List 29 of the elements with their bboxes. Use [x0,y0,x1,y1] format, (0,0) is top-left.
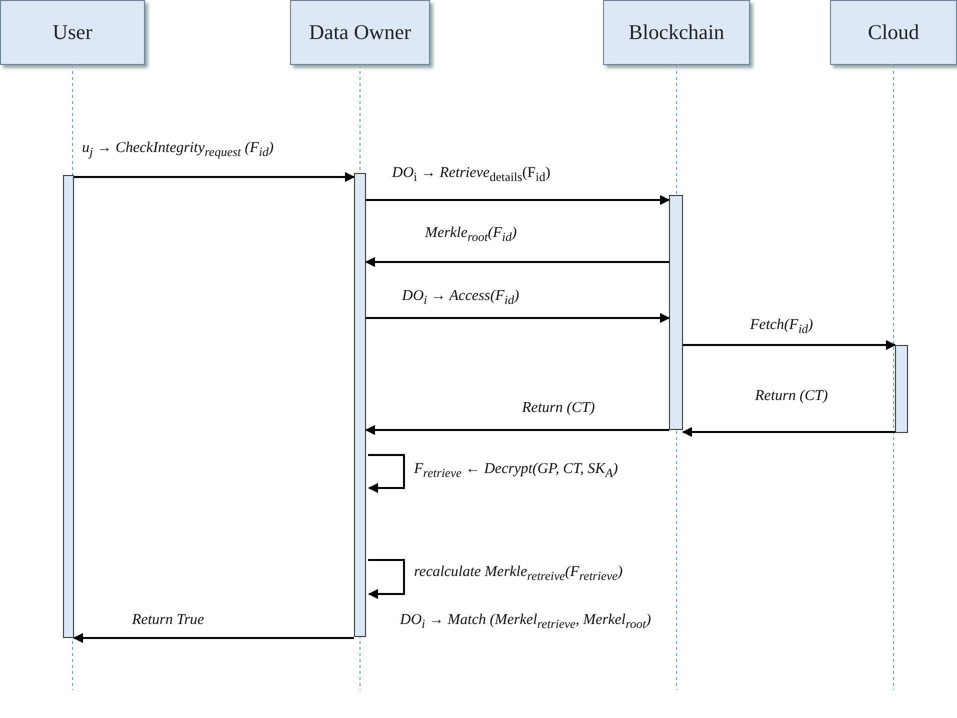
message-arrow [74,172,355,182]
note-text: DO$_{i}$ → Match (Merkel$_{retrieve}$, Merkel$_{root}$) [400,612,651,632]
activation-bar [669,195,683,430]
message-label: Return (CT) [522,400,595,417]
message-label: u$_{j}$ → CheckIntegrity$_{request}$ (F$_{id}$) [82,140,274,160]
message-label: Return (CT) [755,388,828,405]
message-arrow [365,425,669,435]
message-label: F$_{retrieve}$ ← Decrypt(GP, CT, SK$_{A}$) [414,461,618,481]
participant-box: Blockchain [603,0,750,65]
message-arrow [368,454,405,493]
message-arrow [365,257,669,267]
message-label: DO$_{i}$ → Access(F$_{id}$) [402,288,520,308]
message-arrow [73,633,354,643]
message-label: Fetch(F$_{id}$) [750,317,814,337]
participant-box: Data Owner [290,0,430,65]
participant-box: User [0,0,145,65]
message-arrow [368,559,405,599]
message-label: recalculate Merkle$_{retreive}$(F$_{retrieve}$) [414,564,623,584]
participant-box: Cloud [830,0,957,65]
activation-bar [354,173,366,637]
activation-bar [63,175,74,638]
message-arrow [366,195,670,205]
message-label: DO$_{i}$ → Retrieve$_{details}$(F$_{id}$) [392,165,550,185]
message-label: Return True [132,612,204,629]
activation-bar [895,345,908,433]
message-arrow [682,427,895,437]
message-arrow [366,313,670,323]
message-arrow [683,340,896,350]
message-label: Merkle$_{root}$(F$_{id}$) [425,225,517,245]
